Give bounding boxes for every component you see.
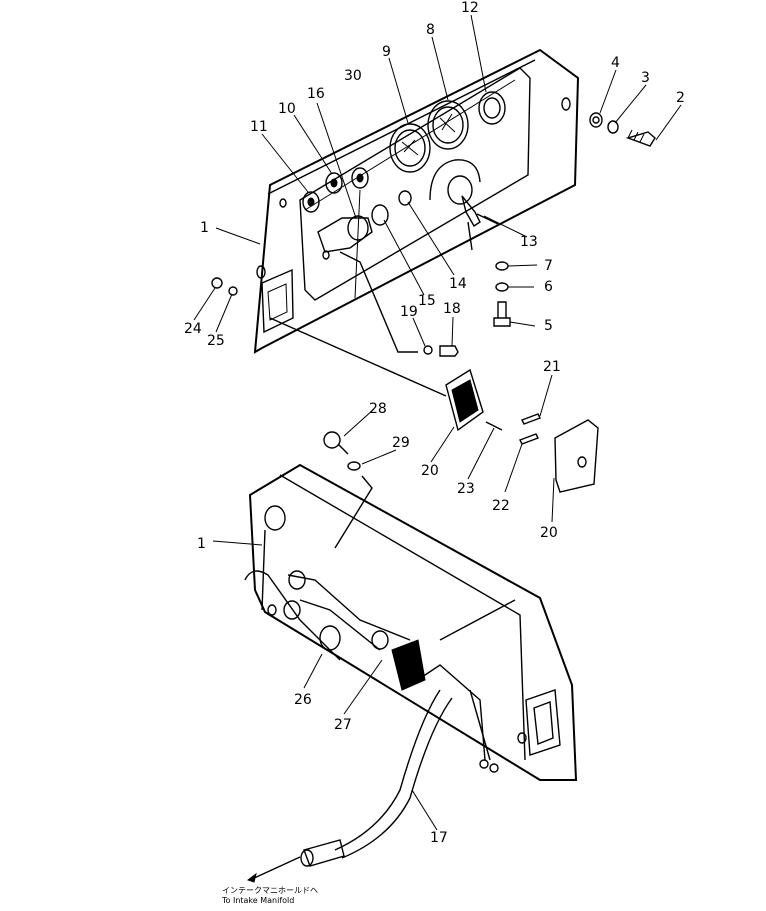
upper-instrument-panel [211, 48, 656, 357]
callout-14: 14 [449, 276, 467, 292]
callout-12: 12 [461, 0, 479, 16]
callout-6: 6 [544, 279, 553, 295]
callout-2: 2 [676, 90, 685, 106]
callout-27: 27 [334, 717, 352, 733]
callout-21: 21 [543, 359, 561, 375]
callout-4: 4 [611, 55, 620, 71]
lamp-12 [478, 91, 506, 125]
starter-switch-16 [317, 190, 412, 260]
callout-30: 30 [344, 68, 362, 84]
leader-lines [193, 14, 682, 831]
callout-29: 29 [392, 435, 410, 451]
callout-10: 10 [278, 101, 296, 117]
callout-20-cover: 20 [540, 525, 558, 541]
terminal-block-20 [269, 317, 503, 432]
callout-9: 9 [382, 44, 391, 60]
pins-21-22 [519, 413, 541, 445]
wiring-harness [244, 570, 499, 773]
callout-1-upper: 1 [200, 220, 209, 236]
callout-26: 26 [294, 692, 312, 708]
callout-3: 3 [641, 70, 650, 86]
callout-17: 17 [430, 830, 448, 846]
indicator-lamps [302, 167, 369, 213]
note-english: To Intake Manifold [221, 896, 294, 905]
bolt-28-washer-29 [323, 431, 373, 549]
lower-panel-rear [248, 463, 578, 781]
callouts: 1 2 3 4 5 6 7 8 9 10 11 12 13 14 15 16 1… [184, 0, 685, 846]
callout-24: 24 [184, 321, 202, 337]
callout-23: 23 [457, 481, 475, 497]
callout-1-lower: 1 [197, 536, 206, 552]
callout-16: 16 [307, 86, 325, 102]
callout-13: 13 [520, 234, 538, 250]
callout-20-terminal: 20 [421, 463, 439, 479]
callout-11: 11 [250, 119, 268, 135]
callout-7: 7 [544, 258, 553, 274]
callout-25: 25 [207, 333, 225, 349]
callout-5: 5 [544, 318, 553, 334]
gauge-9 [389, 123, 431, 173]
callout-22: 22 [492, 498, 510, 514]
cover-20 [554, 419, 599, 493]
callout-15: 15 [418, 293, 436, 309]
fastener-stack-bottom [493, 261, 511, 327]
callout-18: 18 [443, 301, 461, 317]
hose-17 [246, 689, 453, 883]
callout-8: 8 [426, 22, 435, 38]
key-switch-13 [429, 159, 499, 251]
callout-28: 28 [369, 401, 387, 417]
note-japanese: インテークマニホールドヘ [222, 886, 318, 895]
callout-19: 19 [400, 304, 418, 320]
fastener-stack-right [589, 112, 656, 147]
gauge-8 [427, 100, 469, 150]
